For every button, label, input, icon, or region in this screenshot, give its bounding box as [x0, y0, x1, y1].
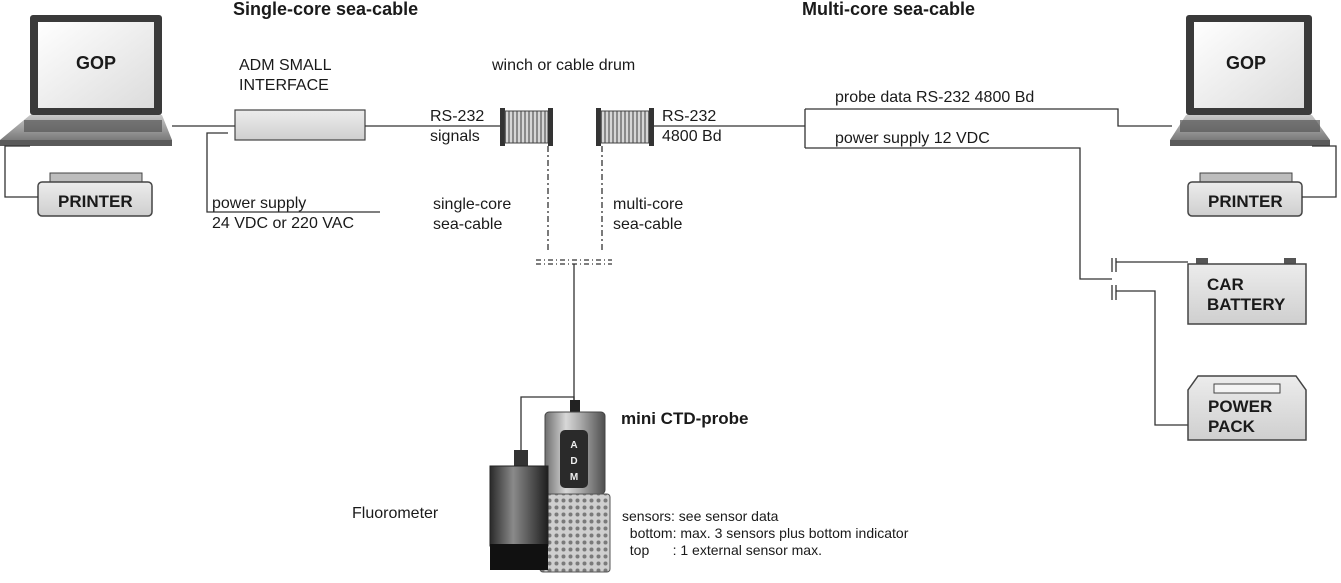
- left-printer-label: PRINTER: [58, 192, 133, 211]
- right-printer-label: PRINTER: [1208, 192, 1283, 211]
- right-printer-icon: [1187, 172, 1303, 217]
- car-battery-icon: [1187, 258, 1307, 325]
- adm-interface-box: [234, 109, 366, 141]
- probe-brand-m: M: [570, 472, 578, 483]
- multi-core-cable-label-1: multi-core: [613, 196, 684, 213]
- laptop-keyboard: [1180, 120, 1320, 132]
- laptop-edge: [0, 140, 172, 146]
- printer-body: [37, 181, 153, 217]
- laptop-screen: [1194, 22, 1304, 108]
- battery-wiring: [1111, 258, 1188, 426]
- right-laptop-label: GOP: [1226, 53, 1267, 73]
- laptop-edge: [1170, 140, 1330, 146]
- laptop-keyboard: [24, 120, 162, 132]
- left-laptop-label: GOP: [76, 53, 117, 73]
- right-laptop-icon: [1170, 15, 1330, 146]
- heading-single-core: Single-core sea-cable: [233, 0, 419, 19]
- fluorometer-cable: [520, 396, 575, 450]
- winch-drum-left: [500, 108, 553, 146]
- power-pack-label-1: POWER: [1208, 397, 1273, 416]
- interface-label-2: INTERFACE: [239, 77, 329, 94]
- probe-brand-a: A: [570, 440, 577, 451]
- rs232-signals-label-1: RS-232: [430, 108, 485, 125]
- left-wiring: [4, 125, 503, 213]
- heading-multi-core: Multi-core sea-cable: [802, 0, 976, 19]
- rs232-signals-label-2: signals: [430, 128, 480, 145]
- laptop-screen: [38, 22, 154, 108]
- winch-drum-right: [596, 108, 654, 146]
- car-battery-label-1: CAR: [1207, 275, 1244, 294]
- rs232-baud-label-2: 4800 Bd: [662, 128, 722, 145]
- fluorometer-label: Fluorometer: [352, 505, 439, 522]
- probe-data-label: probe data RS-232 4800 Bd: [835, 89, 1035, 106]
- left-laptop-icon: [0, 15, 172, 146]
- right-printer-cable: [1302, 145, 1337, 198]
- sensors-line-2: bottom: max. 3 sensors plus bottom indic…: [622, 525, 909, 541]
- probe-title: mini CTD-probe: [621, 409, 749, 428]
- sensors-line-3: top : 1 external sensor max.: [622, 542, 822, 558]
- car-battery-label-2: BATTERY: [1207, 295, 1286, 314]
- power-supply-label-2: 24 VDC or 220 VAC: [212, 215, 354, 232]
- probe-brand-d: D: [570, 456, 577, 467]
- single-core-cable-label-1: single-core: [433, 196, 512, 213]
- fluorometer-icon: [489, 450, 549, 570]
- power-supply-label-1: power supply: [212, 195, 307, 212]
- sensors-line-1: sensors: see sensor data: [622, 508, 779, 524]
- single-core-cable-label-2: sea-cable: [433, 216, 503, 233]
- power-supply-12v-label: power supply 12 VDC: [835, 130, 990, 147]
- winch-label: winch or cable drum: [492, 57, 636, 74]
- rs232-baud-label-1: RS-232: [662, 108, 717, 125]
- multi-core-cable-label-2: sea-cable: [613, 216, 683, 233]
- left-printer-icon: [37, 172, 153, 217]
- power-pack-icon: [1187, 375, 1307, 441]
- power-pack-label-2: PACK: [1208, 417, 1255, 436]
- ctd-probe-icon: A D M: [539, 400, 611, 573]
- interface-label-1: ADM SMALL: [239, 57, 332, 74]
- center-wiring: [536, 108, 1172, 400]
